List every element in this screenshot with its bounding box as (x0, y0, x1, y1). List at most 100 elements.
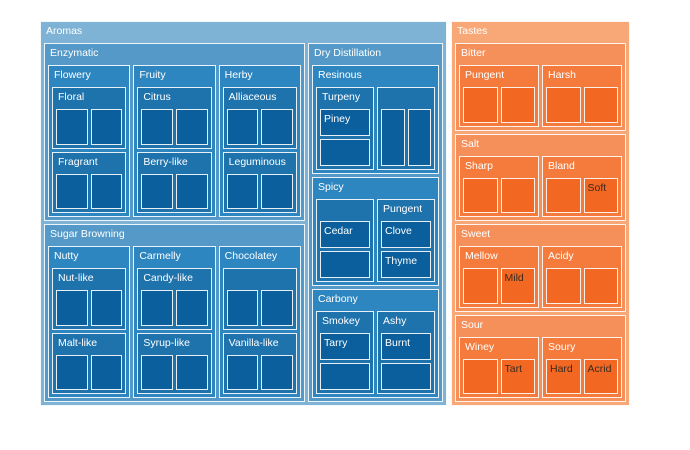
treemap-node-unlabeled-d4[interactable] (56, 290, 88, 326)
treemap-label: Soft (587, 181, 607, 194)
treemap-node-unlabeled-d4[interactable] (56, 173, 88, 209)
treemap-node-piney-d4[interactable]: Piney (320, 109, 370, 136)
treemap-node-unlabeled-d3[interactable] (500, 177, 535, 213)
treemap-label: Alliaceous (228, 91, 277, 103)
treemap-label: Dry Distillation (314, 47, 382, 59)
treemap-label: Candy-like (143, 272, 193, 284)
treemap-node-unlabeled-d4[interactable] (176, 109, 208, 145)
treemap-label: Bland (548, 159, 575, 172)
treemap-node-unlabeled-d4[interactable] (141, 354, 173, 390)
treemap-label: Flowery (54, 69, 91, 81)
treemap-node-unlabeled-d4[interactable] (381, 363, 431, 390)
treemap-label: Ashy (383, 315, 407, 327)
treemap-label: Leguminous (228, 155, 286, 168)
treemap-node-hard-d3[interactable]: Hard (546, 358, 581, 394)
treemap-label: Sour (461, 318, 484, 331)
treemap-node-unlabeled-d4[interactable] (320, 139, 370, 166)
treemap-label: Acrid (587, 362, 612, 375)
treemap-node-unlabeled-d4[interactable] (90, 173, 123, 209)
treemap-node-unlabeled-d4[interactable] (226, 109, 259, 145)
treemap-label: Tarry (324, 337, 348, 349)
treemap-node-unlabeled-d3[interactable] (583, 87, 618, 123)
treemap-node-unlabeled-d3[interactable] (463, 177, 498, 213)
treemap-label: Salt (461, 137, 480, 150)
treemap-node-mild-d3[interactable]: Mild (500, 268, 535, 304)
treemap-label: Pungent (465, 69, 505, 81)
treemap-label: Piney (324, 113, 351, 125)
treemap-node-unlabeled-d4[interactable] (226, 173, 259, 209)
treemap-node-tarry-d4[interactable]: Tarry (320, 333, 370, 360)
treemap-label: Fragrant (58, 155, 98, 168)
treemap-node-unlabeled-d4[interactable] (176, 354, 208, 390)
treemap-node-unlabeled-d4[interactable] (407, 109, 431, 166)
treemap-label: Floral (58, 91, 85, 103)
treemap-label: Chocolatey (224, 250, 278, 262)
treemap-label: Tart (504, 362, 523, 375)
treemap-label: Enzymatic (50, 47, 99, 59)
treemap-node-unlabeled-d4[interactable] (261, 173, 293, 209)
treemap-label: Winey (465, 340, 495, 353)
treemap-node-unlabeled-d4[interactable] (261, 290, 293, 326)
treemap-node-unlabeled-d3[interactable] (546, 177, 581, 213)
treemap-label: Burnt (385, 337, 411, 349)
treemap-label: Soury (548, 340, 576, 353)
treemap-label: Carmelly (139, 250, 181, 262)
treemap-label: Carbony (318, 293, 358, 305)
treemap-node-unlabeled-d3[interactable] (500, 87, 535, 123)
treemap-label: Nut-like (58, 272, 94, 284)
treemap-label: Syrup-like (143, 336, 191, 349)
treemap-node-tart-d3[interactable]: Tart (500, 358, 535, 394)
treemap-label: Sharp (465, 159, 494, 172)
treemap-node-unlabeled-d4[interactable] (176, 290, 208, 326)
treemap-label: Acidy (548, 250, 574, 262)
treemap-node-unlabeled-d3[interactable] (463, 87, 498, 123)
treemap-node-unlabeled-d4[interactable] (56, 354, 88, 390)
treemap-node-unlabeled-d4[interactable] (176, 173, 208, 209)
treemap-label: Spicy (318, 181, 344, 193)
treemap-node-burnt-d4[interactable]: Burnt (381, 333, 431, 360)
treemap-node-unlabeled-d4[interactable] (141, 109, 173, 145)
treemap-node-unlabeled-d4[interactable] (141, 290, 173, 326)
treemap-label: Thyme (385, 255, 418, 267)
treemap-label: Fruity (139, 69, 166, 81)
treemap-node-unlabeled-d4[interactable] (320, 363, 370, 390)
treemap-node-unlabeled-d4[interactable] (320, 251, 370, 278)
treemap-node-unlabeled-d4[interactable] (261, 109, 293, 145)
treemap-label: Sugar Browning (50, 228, 125, 240)
treemap-node-unlabeled-d3[interactable] (546, 87, 581, 123)
treemap-node-unlabeled-d3[interactable] (546, 268, 581, 304)
treemap-node-unlabeled-d3[interactable] (583, 268, 618, 304)
treemap-node-unlabeled-d4[interactable] (90, 354, 123, 390)
treemap-label: Malt-like (58, 336, 98, 349)
treemap-label: Bitter (461, 47, 486, 59)
treemap-label: Clove (385, 225, 412, 237)
treemap-label: Pungent (383, 203, 423, 215)
treemap-label: Nutty (54, 250, 79, 262)
treemap-label: Citrus (143, 91, 171, 103)
treemap-label: Cedar (324, 225, 353, 237)
treemap-label: Berry-like (143, 155, 188, 168)
treemap-node-unlabeled-d4[interactable] (141, 173, 173, 209)
treemap-node-cedar-d4[interactable]: Cedar (320, 221, 370, 248)
treemap-node-unlabeled-d4[interactable] (90, 109, 123, 145)
treemap-node-unlabeled-d4[interactable] (381, 109, 405, 166)
treemap-node-clove-d4[interactable]: Clove (381, 221, 431, 248)
treemap-label: Turpeny (322, 91, 361, 103)
treemap-label: Sweet (461, 228, 491, 240)
treemap-node-thyme-d4[interactable]: Thyme (381, 251, 431, 278)
treemap-label: Mild (504, 272, 524, 284)
treemap-label: Resinous (318, 69, 362, 81)
treemap-node-unlabeled-d3[interactable] (463, 358, 498, 394)
treemap-node-unlabeled-d4[interactable] (261, 354, 293, 390)
treemap-node-unlabeled-d4[interactable] (226, 354, 259, 390)
treemap-label: Harsh (548, 69, 577, 81)
treemap-node-soft-d3[interactable]: Soft (583, 177, 618, 213)
treemap-label: Mellow (465, 250, 498, 262)
treemap-label: Herby (224, 69, 253, 81)
treemap-node-acrid-d3[interactable]: Acrid (583, 358, 618, 394)
treemap-node-unlabeled-d4[interactable] (90, 290, 123, 326)
treemap-node-unlabeled-d4[interactable] (56, 109, 88, 145)
treemap-node-unlabeled-d3[interactable] (463, 268, 498, 304)
treemap-node-unlabeled-d4[interactable] (226, 290, 259, 326)
